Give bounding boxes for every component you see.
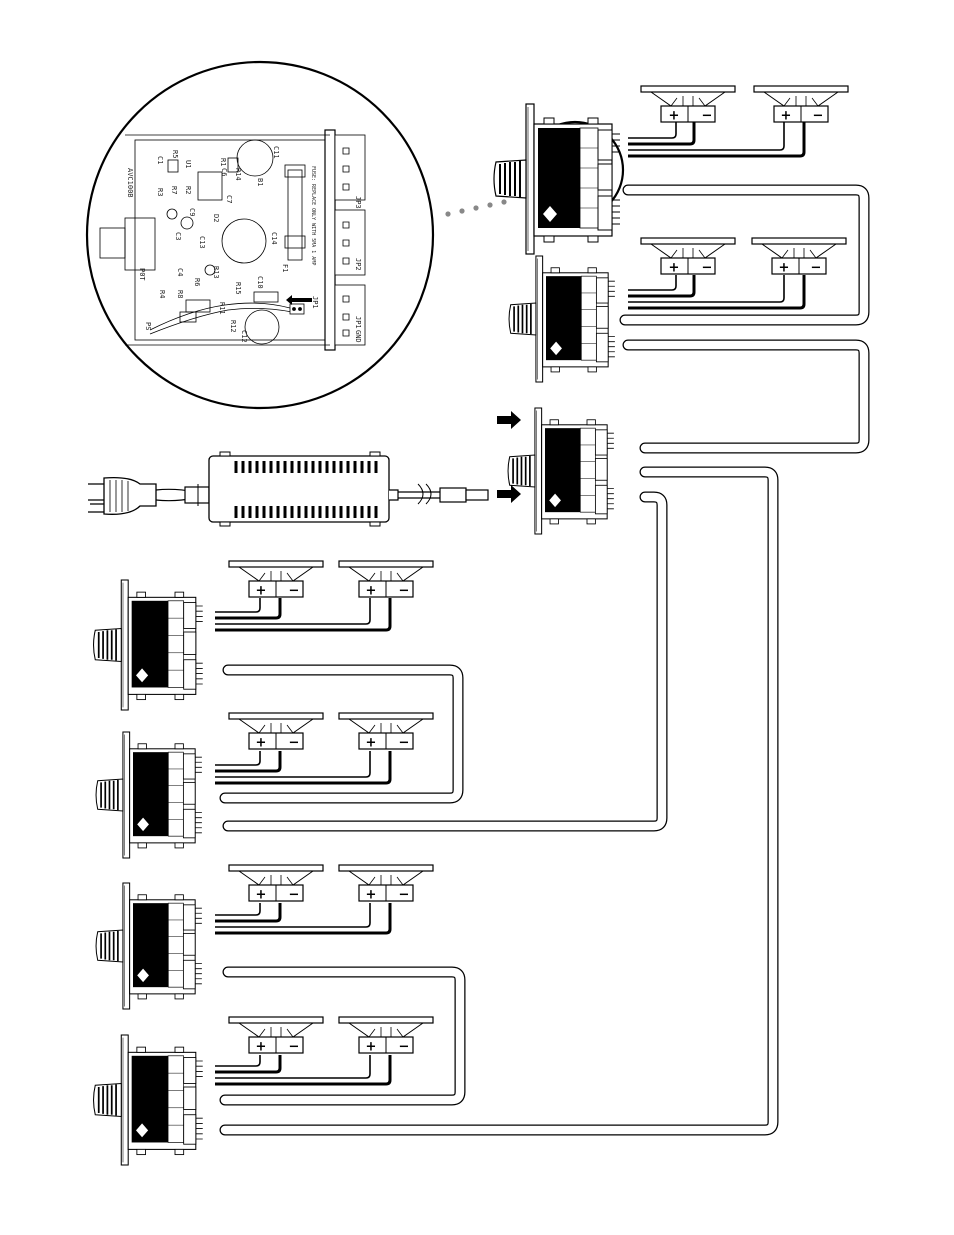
plus-sign: + [669, 109, 680, 124]
volume-control [508, 255, 616, 383]
speaker [640, 237, 736, 275]
speaker [338, 1016, 434, 1054]
pcb-label-u1: U1 [184, 160, 192, 168]
pcb-label-r4: R4 [158, 290, 166, 298]
pcb-label-d2: D2 [212, 214, 220, 222]
pcb-label-r5: R5 [171, 150, 179, 158]
speaker [338, 560, 434, 598]
speaker-wires [215, 120, 806, 1086]
plus-sign: + [366, 584, 377, 599]
zoom-circle [85, 60, 435, 410]
minus-sign: − [399, 1040, 410, 1055]
volume-control [507, 407, 615, 535]
minus-sign: − [811, 261, 822, 276]
pcb-label-c14: C14 [270, 232, 278, 245]
power-supply [88, 451, 489, 527]
pcb-label-gnd: GND [354, 330, 362, 343]
pcb-label-c4: C4 [176, 268, 184, 276]
volume-control [493, 103, 621, 255]
pcb-label-c7: C7 [225, 195, 233, 203]
pcb-label-pot: P0T [138, 268, 146, 281]
plus-sign: + [256, 736, 267, 751]
pcb-label-jumper: JP1 [311, 296, 319, 309]
volume-control [95, 882, 203, 1010]
speaker [228, 864, 324, 902]
minus-sign: − [399, 888, 410, 903]
power-adapter-body [208, 455, 390, 523]
speaker [228, 1016, 324, 1054]
pcb-board [99, 129, 366, 351]
pcb-label-c1: C1 [156, 156, 164, 164]
pcb-label-f1: F1 [281, 264, 289, 272]
speaker [751, 237, 847, 275]
pcb-label-c10: C10 [256, 276, 264, 289]
pcb-label-r15: R15 [234, 282, 242, 295]
plus-sign: + [256, 584, 267, 599]
minus-sign: − [399, 584, 410, 599]
plus-sign: + [779, 261, 790, 276]
speaker [338, 864, 434, 902]
pcb-label-r6: R6 [193, 278, 201, 286]
minus-sign: − [399, 736, 410, 751]
volume-control [95, 731, 203, 859]
pcb-label-r3: R3 [156, 188, 164, 196]
plus-sign: + [781, 109, 792, 124]
pcb-label-b1: B1 [256, 178, 264, 186]
pcb-label-r7: R7 [170, 186, 178, 194]
pcb-label-r8: R8 [176, 290, 184, 298]
pcb-zoom-view: AVC100B C11 C1 R5 U1 R1 R3 R7 R2 C6 R14 … [85, 60, 507, 410]
speaker [228, 712, 324, 750]
pcb-labels: AVC100B C11 C1 R5 U1 R1 R3 R7 R2 C6 R14 … [126, 146, 362, 343]
zoom-leader-dots [445, 199, 507, 217]
plus-sign: + [256, 1040, 267, 1055]
plus-sign: + [256, 888, 267, 903]
pcb-fuse-warning: FUSE: REPLACE ONLY WITH 5MA 1 AMP [310, 166, 316, 265]
minus-sign: − [702, 109, 713, 124]
speaker [228, 560, 324, 598]
pcb-label-jp2: JP2 [354, 258, 362, 271]
pcb-label-c3: C3 [174, 232, 182, 240]
minus-sign: − [289, 1040, 300, 1055]
pcb-label-r11: R11 [218, 302, 226, 315]
pcb-label-c11: C11 [272, 146, 280, 159]
pcb-label-r13: R13 [212, 266, 220, 279]
plus-sign: + [669, 261, 680, 276]
input-arrow-top [497, 411, 521, 429]
speaker [338, 712, 434, 750]
volume-control [92, 1034, 204, 1166]
plus-sign: + [366, 1040, 377, 1055]
pcb-label-r12: R12 [229, 320, 237, 333]
pcb-label-r1: R1 [219, 158, 227, 166]
pcb-label-ps: PS [144, 322, 152, 330]
pcb-label-c12: C12 [240, 330, 248, 343]
pcb-label-r2: R2 [184, 186, 192, 194]
pcb-label-c6: C6 [220, 168, 228, 176]
minus-sign: − [702, 261, 713, 276]
speaker [640, 85, 736, 123]
minus-sign: − [289, 888, 300, 903]
pcb-label-c13: C13 [198, 236, 206, 249]
minus-sign: − [289, 736, 300, 751]
plus-sign: + [366, 736, 377, 751]
pcb-label-jp3: JP3 [354, 196, 362, 209]
pcb-model-label: AVC100B [126, 168, 134, 198]
jumper-arrow [286, 295, 312, 305]
pcb-label-c9: C9 [188, 208, 196, 216]
input-arrow-bottom [497, 485, 521, 503]
minus-sign: − [289, 584, 300, 599]
speaker-terminal-signs: + − + − + − + − + − + − + − + − + − + − … [256, 109, 824, 1055]
pcb-label-jp1: JP1 [354, 316, 362, 329]
speaker [753, 85, 849, 123]
plus-sign: + [366, 888, 377, 903]
interconnect-cables [219, 184, 870, 1136]
pcb-label-r14: R14 [234, 168, 242, 181]
volume-control [92, 579, 204, 711]
minus-sign: − [813, 109, 824, 124]
